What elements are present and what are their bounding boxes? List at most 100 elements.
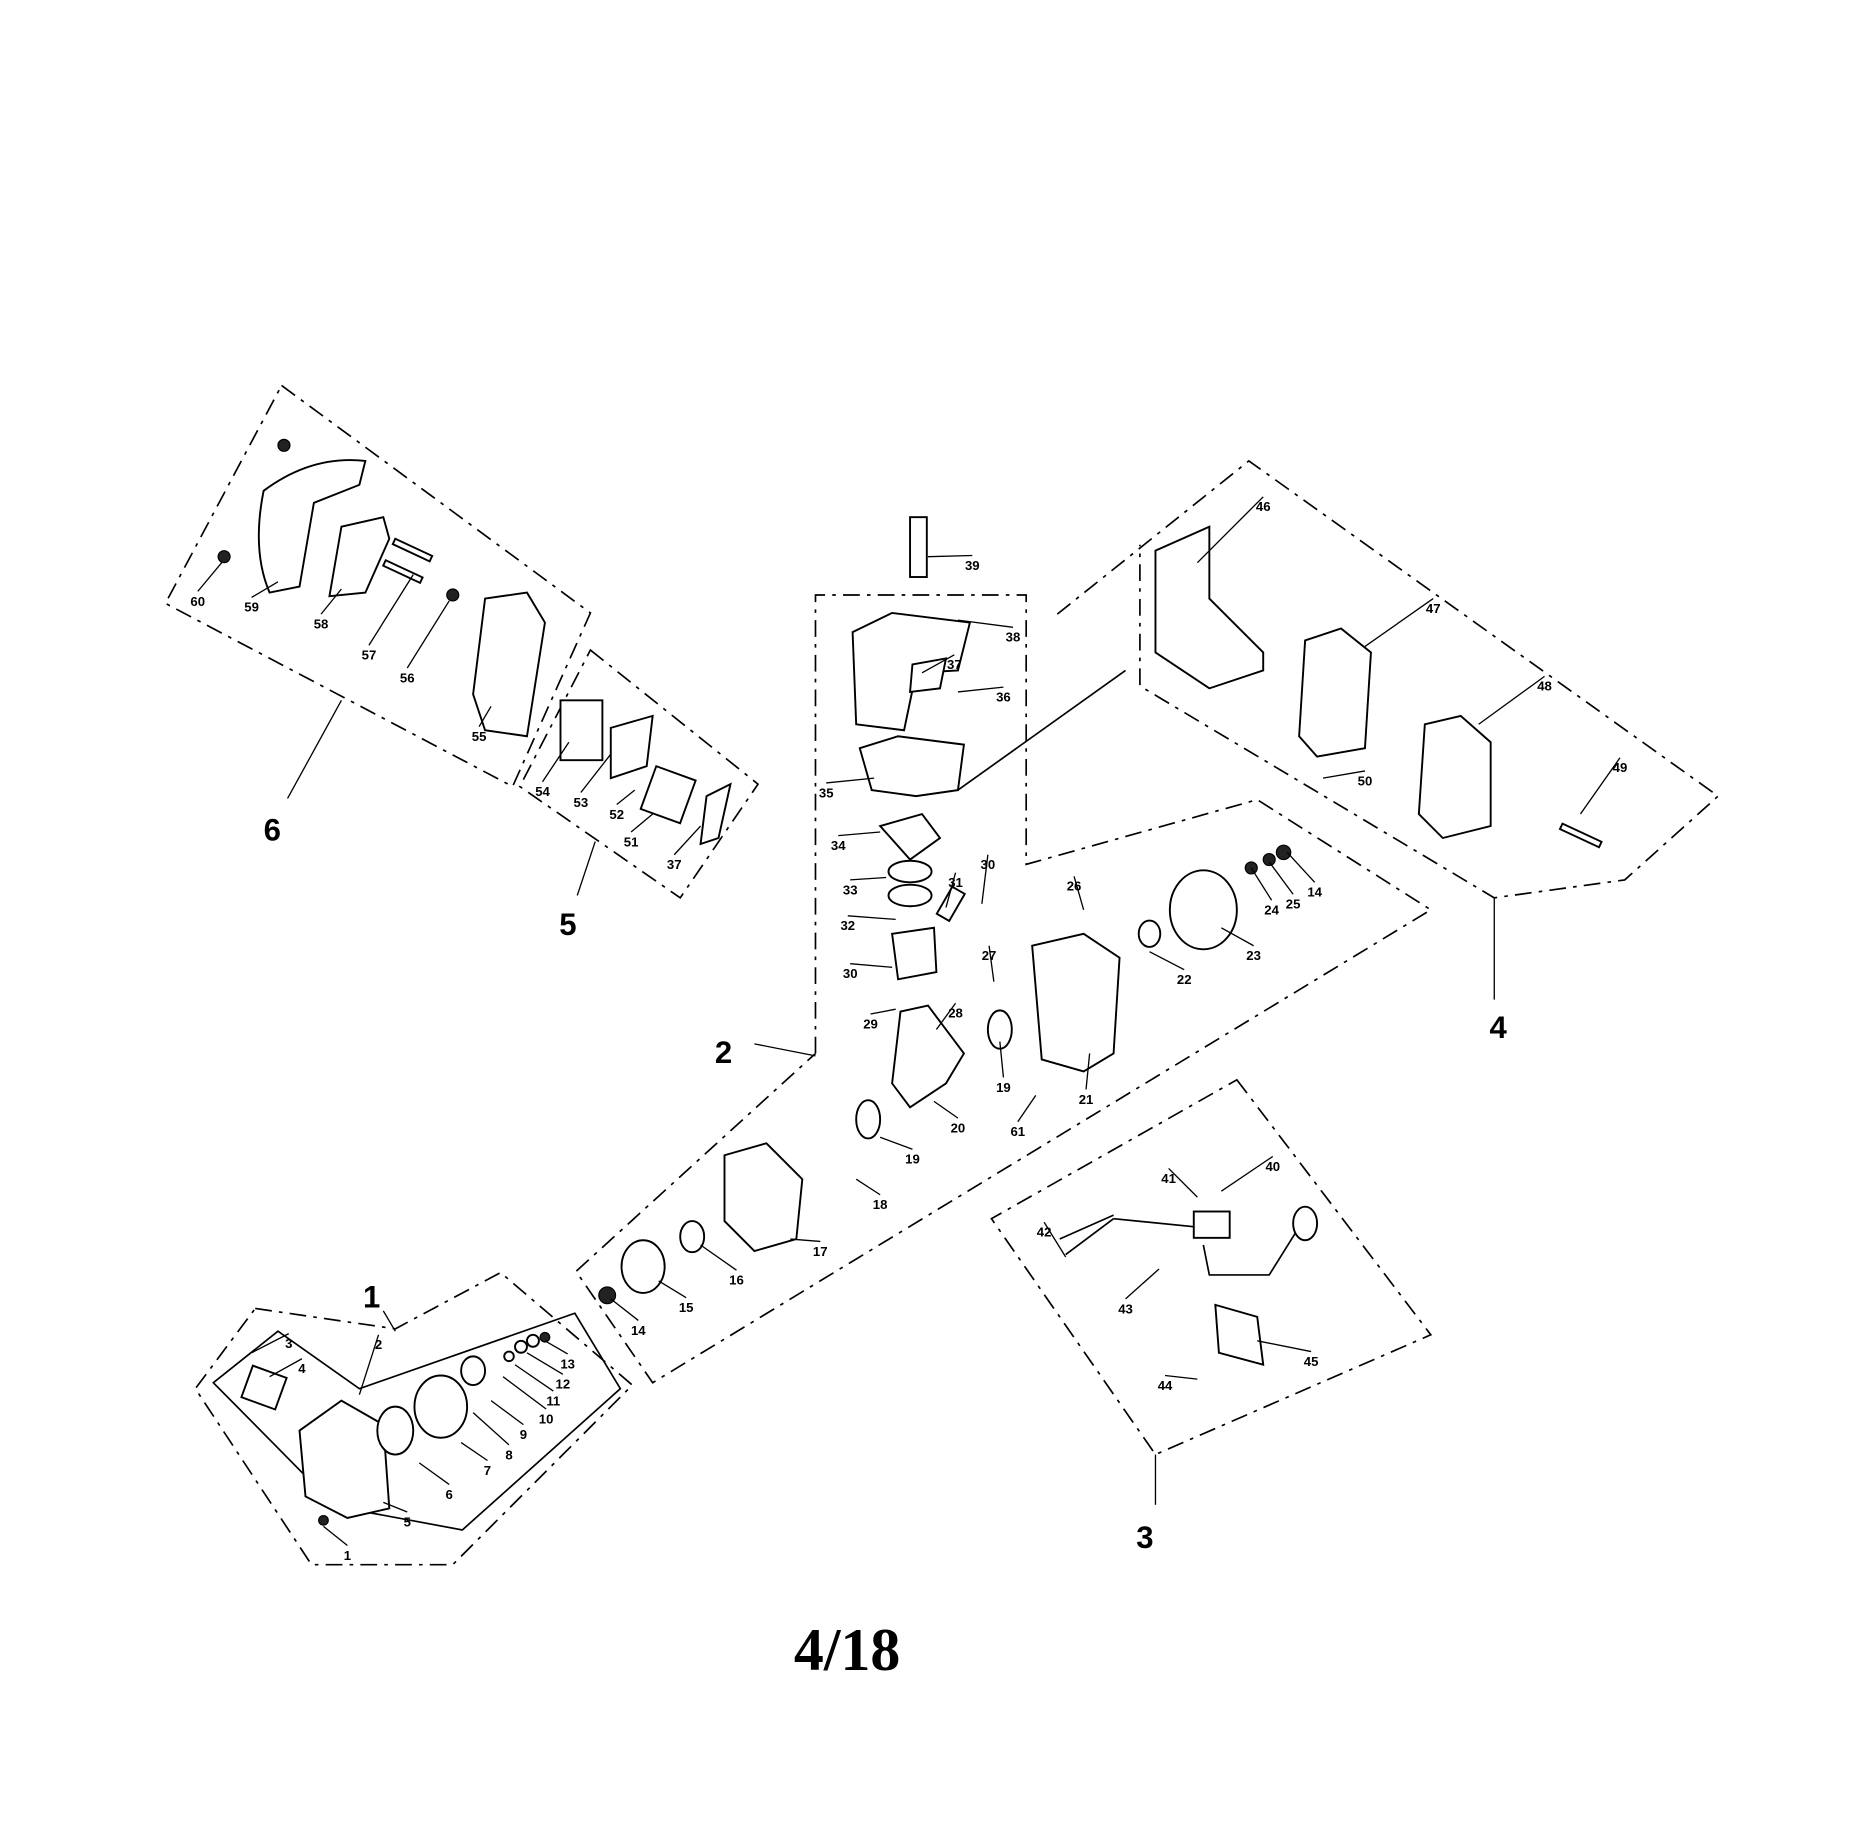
part-number-label: 51 xyxy=(624,834,639,849)
leader-line xyxy=(927,554,973,558)
group-labels: 1 2 3 4 5 6 xyxy=(264,812,1508,1555)
group-label-3: 3 xyxy=(1136,1520,1153,1555)
piston-ring xyxy=(887,859,933,884)
part-number-label: 29 xyxy=(863,1016,878,1031)
leader-line xyxy=(1220,927,1254,947)
part-number-label: 54 xyxy=(535,784,550,799)
leader-line xyxy=(879,1136,913,1150)
part-number-label: 14 xyxy=(1307,885,1322,900)
recoil-housing xyxy=(298,1399,391,1519)
bearing xyxy=(986,1009,1013,1050)
leader-line xyxy=(323,1525,348,1547)
part-number-label: 11 xyxy=(546,1393,560,1408)
leader-line xyxy=(358,1334,380,1395)
carburetor xyxy=(559,699,604,762)
leader-line xyxy=(1043,1221,1067,1258)
part-number-label: 1 xyxy=(344,1548,351,1563)
leader-line xyxy=(1478,675,1545,725)
flywheel-hub xyxy=(620,1239,666,1294)
leader-line xyxy=(1220,1155,1274,1192)
leader-line xyxy=(700,1244,737,1271)
part-number-label: 21 xyxy=(1079,1092,1094,1107)
part-number-label: 30 xyxy=(981,857,996,872)
leader-line xyxy=(921,654,955,674)
part-number-label: 37 xyxy=(947,657,962,672)
leader-line xyxy=(541,741,570,783)
part-number-label: 32 xyxy=(840,918,855,933)
bolt xyxy=(1558,822,1603,849)
recoil-pulley xyxy=(413,1374,469,1439)
part-number-label: 58 xyxy=(314,616,329,631)
part-number-label: 28 xyxy=(948,1006,963,1021)
group-6-outline xyxy=(164,384,592,788)
cylinder xyxy=(858,735,966,798)
leader-line xyxy=(472,1412,510,1446)
leader-line xyxy=(673,825,702,856)
leader-line xyxy=(847,915,896,921)
group-1-outer-outline xyxy=(194,1271,634,1566)
part-number-label: 40 xyxy=(1265,1159,1280,1174)
part-number-label: 19 xyxy=(905,1152,920,1167)
part-number-label: 13 xyxy=(560,1356,575,1371)
part-number-label: 48 xyxy=(1537,679,1552,694)
coil-cover xyxy=(1214,1303,1265,1367)
starter-handle xyxy=(240,1364,288,1411)
part-number-label: 15 xyxy=(679,1300,694,1315)
washer xyxy=(1137,919,1162,948)
leader-line xyxy=(1250,867,1273,901)
leader-line xyxy=(197,562,223,592)
group-label-6: 6 xyxy=(264,812,281,847)
leader-line xyxy=(870,1008,896,1015)
part-number-label: 18 xyxy=(873,1197,888,1212)
part-number-label: 33 xyxy=(843,882,858,897)
air-filter-cover xyxy=(257,459,367,594)
leader-line xyxy=(383,1501,408,1513)
leader-line xyxy=(418,1462,450,1485)
spark-plug xyxy=(909,516,928,578)
leader-line xyxy=(790,1238,821,1243)
part-number-label: 2 xyxy=(375,1337,382,1352)
part-number-label: 6 xyxy=(445,1487,452,1502)
part-number-label: 37 xyxy=(667,857,682,872)
part-number-label: 22 xyxy=(1177,972,1192,987)
muffler xyxy=(1298,627,1372,758)
leader-line xyxy=(1164,1374,1198,1380)
part-number-label: 36 xyxy=(996,690,1011,705)
air-filter xyxy=(328,516,391,598)
ignition-wires xyxy=(1059,1214,1198,1256)
gasket xyxy=(699,782,732,846)
part-number-label: 39 xyxy=(965,558,980,573)
group-2-outline xyxy=(574,594,1433,1384)
bolt xyxy=(391,537,434,563)
group-label-2: 2 xyxy=(715,1035,732,1070)
leader-line xyxy=(1196,496,1264,564)
part-number-label: 53 xyxy=(574,795,589,810)
part-number-label: 38 xyxy=(1006,630,1021,645)
part-number-label: 14 xyxy=(631,1323,646,1338)
leader-line xyxy=(981,854,989,904)
leader-line xyxy=(1168,1167,1198,1198)
leader-line xyxy=(460,1442,488,1462)
leader-line xyxy=(406,600,450,669)
leader-line xyxy=(1085,1053,1091,1090)
part-number-label: 55 xyxy=(472,729,487,744)
leader-line xyxy=(1149,951,1185,971)
part-number-label: 41 xyxy=(1161,1171,1176,1186)
leader-line xyxy=(957,619,1014,628)
spark-plug-boot xyxy=(1292,1205,1319,1242)
group-label-1: 1 xyxy=(363,1279,380,1314)
part-number-label: 60 xyxy=(190,594,205,609)
leader-line xyxy=(251,1333,290,1354)
group-5-outline xyxy=(518,648,760,900)
piston xyxy=(891,926,938,981)
crankcase-half xyxy=(1031,932,1121,1073)
part-number-label: 23 xyxy=(1246,948,1261,963)
bearing xyxy=(679,1220,706,1254)
leader-line xyxy=(988,945,995,982)
part-number-label: 42 xyxy=(1037,1225,1052,1240)
leader-line xyxy=(526,1352,564,1375)
leader-line xyxy=(478,705,492,727)
part-number-label: 26 xyxy=(1067,879,1082,894)
